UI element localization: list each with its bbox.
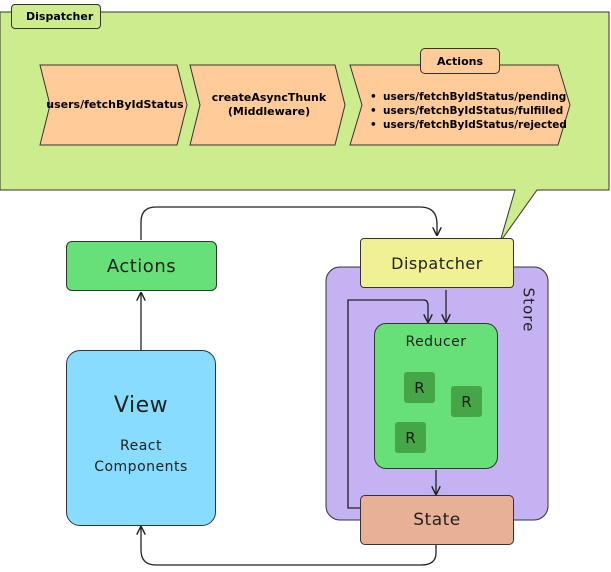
list-item: users/fetchByIdStatus/rejected	[370, 118, 567, 132]
chevron-fetch-status	[39, 64, 188, 146]
arrow-state-loop-to-reducer	[347, 299, 428, 509]
actions-tag: Actions	[420, 48, 500, 74]
actions-list: users/fetchByIdStatus/pending users/fetc…	[370, 90, 567, 132]
arrow-actions-to-dispatcher	[140, 206, 437, 240]
reducer-r-box: R	[404, 372, 435, 403]
view-box: View React Components	[66, 350, 216, 526]
view-title: View	[113, 393, 169, 418]
reducer-label: Reducer	[405, 334, 467, 350]
dispatcher-box-label: Dispatcher	[391, 253, 483, 273]
reducer-r-box: R	[395, 422, 426, 453]
actions-box: Actions	[66, 241, 217, 291]
state-box-label: State	[413, 510, 461, 530]
chevron-create-async-thunk	[189, 64, 346, 146]
reducer-r-label: R	[405, 428, 416, 447]
store-label-wrap: Store	[516, 278, 540, 342]
dispatcher-box: Dispatcher	[360, 238, 514, 288]
actions-box-label: Actions	[106, 255, 177, 277]
view-subtitle: React Components	[94, 438, 188, 475]
store-label: Store	[519, 287, 537, 333]
list-item: users/fetchByIdStatus/pending	[370, 90, 567, 104]
state-box: State	[360, 495, 514, 545]
dispatcher-tab-label: Dispatcher	[26, 10, 94, 23]
step-fetch-status-label: users/fetchByIdStatus	[46, 98, 184, 111]
step-create-async-thunk-label: createAsyncThunk (Middleware)	[211, 91, 327, 118]
reducer-r-box: R	[451, 386, 482, 417]
arrow-state-to-view	[141, 527, 437, 566]
actions-tag-label: Actions	[437, 54, 483, 68]
reducer-box: Reducer R R R	[374, 323, 498, 469]
reducer-r-label: R	[461, 392, 472, 411]
dispatcher-tab: Dispatcher	[11, 4, 101, 29]
reducer-r-label: R	[414, 378, 425, 397]
list-item: users/fetchByIdStatus/fulfilled	[370, 104, 567, 118]
